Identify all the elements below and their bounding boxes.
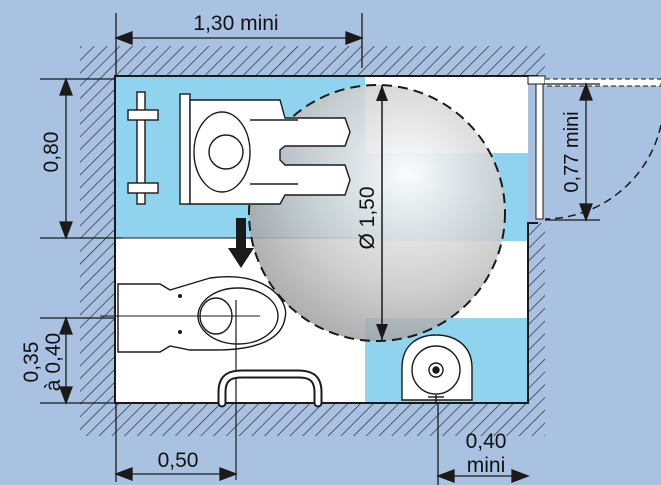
wall-bottom	[80, 403, 545, 436]
dim-basin-clearance-b: mini	[467, 454, 506, 477]
dimension-wc-axis	[114, 403, 238, 482]
door-leaf-closed	[535, 83, 544, 220]
wall-top	[80, 46, 545, 76]
door-frame-top	[527, 75, 546, 85]
down-arrow-icon	[228, 218, 254, 268]
grab-bar-icon	[217, 369, 323, 408]
dim-grab-height-a: 0,35	[20, 342, 43, 383]
dim-turning-circle-label: Ø 1,50	[356, 186, 379, 249]
dim-width-label: 1,30 mini	[193, 12, 278, 35]
door-swing-arc	[544, 124, 661, 220]
diameter-arrow-top	[376, 85, 388, 101]
dim-door-label: 0,77 mini	[561, 111, 583, 192]
diameter-arrow-bottom	[376, 324, 388, 340]
dimension-basin-clearance	[436, 403, 530, 485]
washbasin-icon	[401, 334, 473, 402]
wall-right-lower	[528, 223, 545, 436]
dimension-grab-height	[40, 316, 116, 405]
dim-grab-height-b: à 0,40	[42, 333, 65, 391]
turning-circle	[248, 84, 506, 342]
wall-left	[80, 46, 115, 436]
door-leaf-open	[545, 78, 661, 87]
turning-circle-shape	[248, 84, 506, 342]
walls	[80, 46, 545, 436]
dimension-height-left	[40, 77, 122, 240]
dimension-width-top	[114, 13, 364, 76]
toilet-icon	[100, 276, 287, 353]
wheelchair-user-icon	[127, 91, 351, 205]
dim-wc-axis-label: 0,50	[158, 449, 199, 472]
door	[527, 75, 661, 220]
dim-height-label: 0,80	[40, 132, 63, 173]
dim-basin-clearance-a: 0,40	[466, 430, 507, 453]
dimension-door	[545, 82, 600, 222]
